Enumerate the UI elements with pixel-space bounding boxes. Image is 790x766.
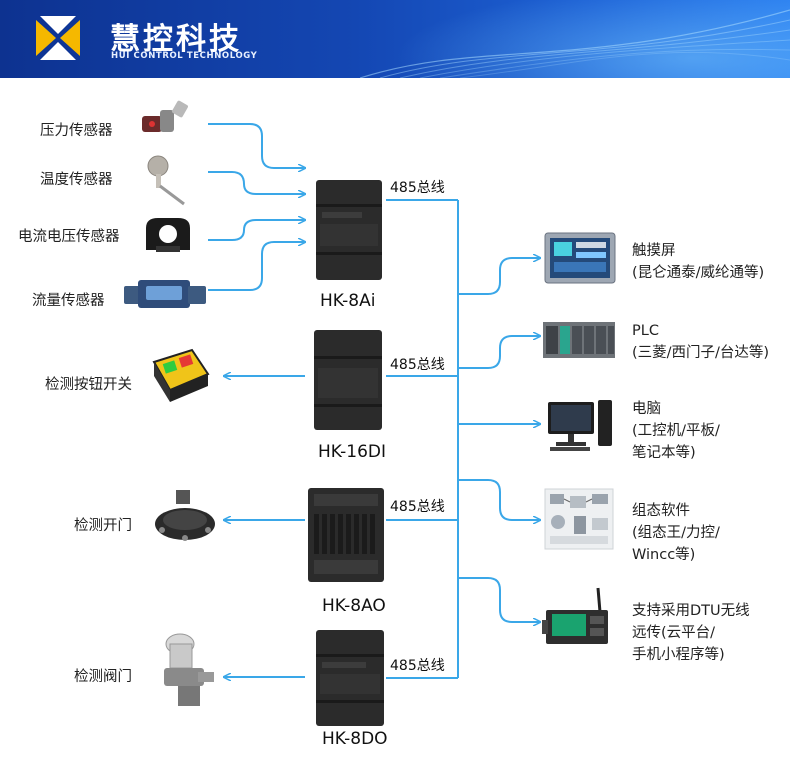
module-hk-8do-device bbox=[314, 628, 386, 728]
target-touchscreen-desc: (昆仑通泰/威纶通等) bbox=[632, 262, 764, 284]
target-touchscreen-label: 触摸屏 (昆仑通泰/威纶通等) bbox=[632, 240, 764, 284]
target-pc-desc-2: 笔记本等) bbox=[632, 442, 720, 464]
arrow-current bbox=[208, 220, 305, 240]
target-dtu-desc-1: 远传(云平台/ bbox=[632, 622, 750, 644]
touchscreen-icon bbox=[544, 232, 616, 284]
label-door: 检测开门 bbox=[74, 514, 132, 535]
bus-label-2: 485总线 bbox=[390, 354, 445, 374]
target-touchscreen-title: 触摸屏 bbox=[632, 240, 764, 262]
flow-sensor-icon bbox=[124, 276, 208, 316]
arrow-temperature bbox=[208, 172, 305, 194]
arrow-flow bbox=[208, 242, 305, 290]
target-pc-label: 电脑 (工控机/平板/ 笔记本等) bbox=[632, 398, 720, 464]
door-actuator-icon bbox=[150, 488, 220, 550]
target-dtu-desc-2: 手机小程序等) bbox=[632, 644, 750, 666]
current-sensor-icon bbox=[140, 214, 196, 256]
module-label-hk-8do: HK-8DO bbox=[322, 729, 388, 749]
label-pressure-sensor: 压力传感器 bbox=[40, 119, 113, 140]
module-hk-8ai-device bbox=[314, 178, 384, 282]
pressure-sensor-icon bbox=[138, 96, 194, 142]
label-valve: 检测阀门 bbox=[74, 665, 132, 686]
valve-icon bbox=[160, 632, 216, 708]
module-label-hk-8ai: HK-8Ai bbox=[320, 291, 375, 311]
computer-icon bbox=[546, 398, 614, 452]
arrow-touchscreen bbox=[458, 258, 540, 294]
bus-label-4: 485总线 bbox=[390, 655, 445, 675]
module-hk-8ao-device bbox=[306, 486, 386, 584]
module-label-hk-8ao: HK-8AO bbox=[322, 596, 386, 616]
module-label-hk-16di: HK-16DI bbox=[318, 442, 386, 462]
bus-label-3: 485总线 bbox=[390, 496, 445, 516]
arrow-plc bbox=[458, 336, 540, 368]
target-scada-desc-2: Wincc等) bbox=[632, 544, 720, 566]
target-plc-desc: (三菱/西门子/台达等) bbox=[632, 342, 769, 364]
label-button-switch: 检测按钮开关 bbox=[45, 373, 132, 394]
target-pc-title: 电脑 bbox=[632, 398, 720, 420]
arrow-scada bbox=[458, 480, 540, 520]
target-plc-title: PLC bbox=[632, 320, 769, 342]
bus-label-1: 485总线 bbox=[390, 177, 445, 197]
target-scada-label: 组态软件 (组态王/力控/ Wincc等) bbox=[632, 500, 720, 566]
label-temperature-sensor: 温度传感器 bbox=[40, 168, 113, 189]
arrow-pressure bbox=[208, 124, 305, 168]
target-scada-title: 组态软件 bbox=[632, 500, 720, 522]
label-current-voltage-sensor: 电流电压传感器 bbox=[18, 225, 120, 246]
dtu-wireless-icon bbox=[542, 586, 618, 648]
scada-software-icon bbox=[544, 488, 614, 550]
target-dtu-label: 支持采用DTU无线 远传(云平台/ 手机小程序等) bbox=[632, 600, 750, 666]
target-dtu-title: 支持采用DTU无线 bbox=[632, 600, 750, 622]
label-flow-sensor: 流量传感器 bbox=[32, 289, 105, 310]
module-hk-16di-device bbox=[312, 328, 384, 432]
temperature-sensor-icon bbox=[144, 152, 188, 208]
target-scada-desc-1: (组态王/力控/ bbox=[632, 522, 720, 544]
target-plc-label: PLC (三菱/西门子/台达等) bbox=[632, 320, 769, 364]
plc-icon bbox=[542, 318, 616, 360]
arrow-dtu bbox=[458, 578, 540, 622]
button-switch-icon bbox=[148, 346, 212, 406]
target-pc-desc-1: (工控机/平板/ bbox=[632, 420, 720, 442]
